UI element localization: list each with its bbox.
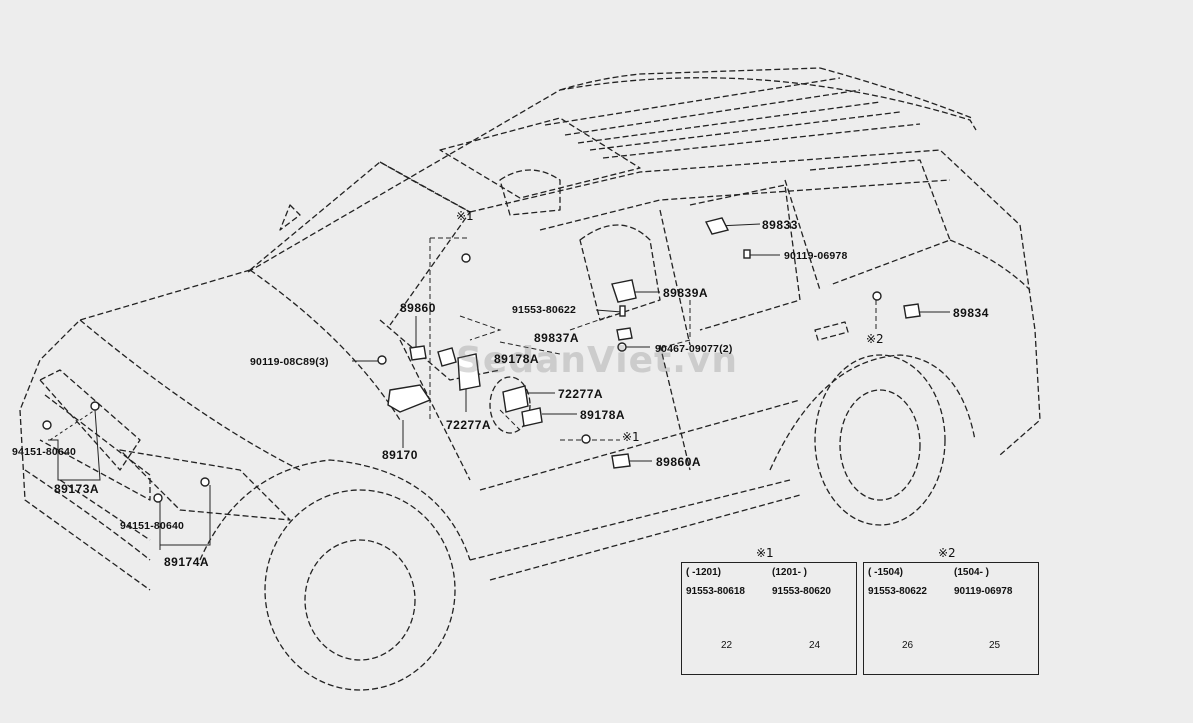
part-label-94151-80640-a: 94151-80640 <box>12 446 77 458</box>
table2-col2-range: (1504- ) <box>954 567 990 578</box>
table2-col2-part: 90119-06978 <box>954 586 1013 597</box>
table1 <box>681 562 857 675</box>
part-label-89839A: 89839A <box>663 286 709 300</box>
part-label-91553-80622: 91553-80622 <box>512 304 577 316</box>
part-label-89834: 89834 <box>953 306 989 320</box>
table1-col1-range: ( -1201) <box>686 567 722 578</box>
part-label-89174A: 89174A <box>164 555 210 569</box>
table2-col1-range: ( -1504) <box>868 567 904 578</box>
table2-col2-length: 25 <box>989 640 1001 651</box>
table1-col1-part: 91553-80618 <box>686 586 745 597</box>
part-label-90119-06978: 90119-06978 <box>784 250 848 262</box>
part-label-89860: 89860 <box>400 301 436 315</box>
part-label-89173A: 89173A <box>54 482 100 496</box>
note-marker-1-top: ※1 <box>456 209 474 223</box>
part-label-89837A: 89837A <box>534 331 580 345</box>
note-marker-2: ※2 <box>866 332 884 346</box>
part-label-89170: 89170 <box>382 448 418 462</box>
table1-col1-length: 22 <box>721 640 733 651</box>
note-marker-1-mid: ※1 <box>622 430 640 444</box>
part-label-89833: 89833 <box>762 218 798 232</box>
table2 <box>863 562 1039 675</box>
part-label-90119-08C89: 90119-08C89(3) <box>250 356 329 368</box>
part-label-89860A: 89860A <box>656 455 702 469</box>
part-label-72277A-a: 72277A <box>558 387 604 401</box>
part-label-72277A-b: 72277A <box>446 418 492 432</box>
part-label-90467-09077: 90467-09077(2) <box>655 343 733 355</box>
table1-col2-part: 91553-80620 <box>772 586 831 597</box>
part-label-94151-80640-b: 94151-80640 <box>120 520 185 532</box>
watermark: SedanViet.vn <box>456 340 738 381</box>
table1-col2-range: (1201- ) <box>772 567 808 578</box>
part-label-89178A-top: 89178A <box>494 352 540 366</box>
table1-col2-length: 24 <box>809 640 821 651</box>
table2-title: ※2 <box>938 546 956 560</box>
table2-col1-part: 91553-80622 <box>868 586 927 597</box>
table1-title: ※1 <box>756 546 774 560</box>
table2-col1-length: 26 <box>902 640 914 651</box>
part-label-89178A-b: 89178A <box>580 408 626 422</box>
